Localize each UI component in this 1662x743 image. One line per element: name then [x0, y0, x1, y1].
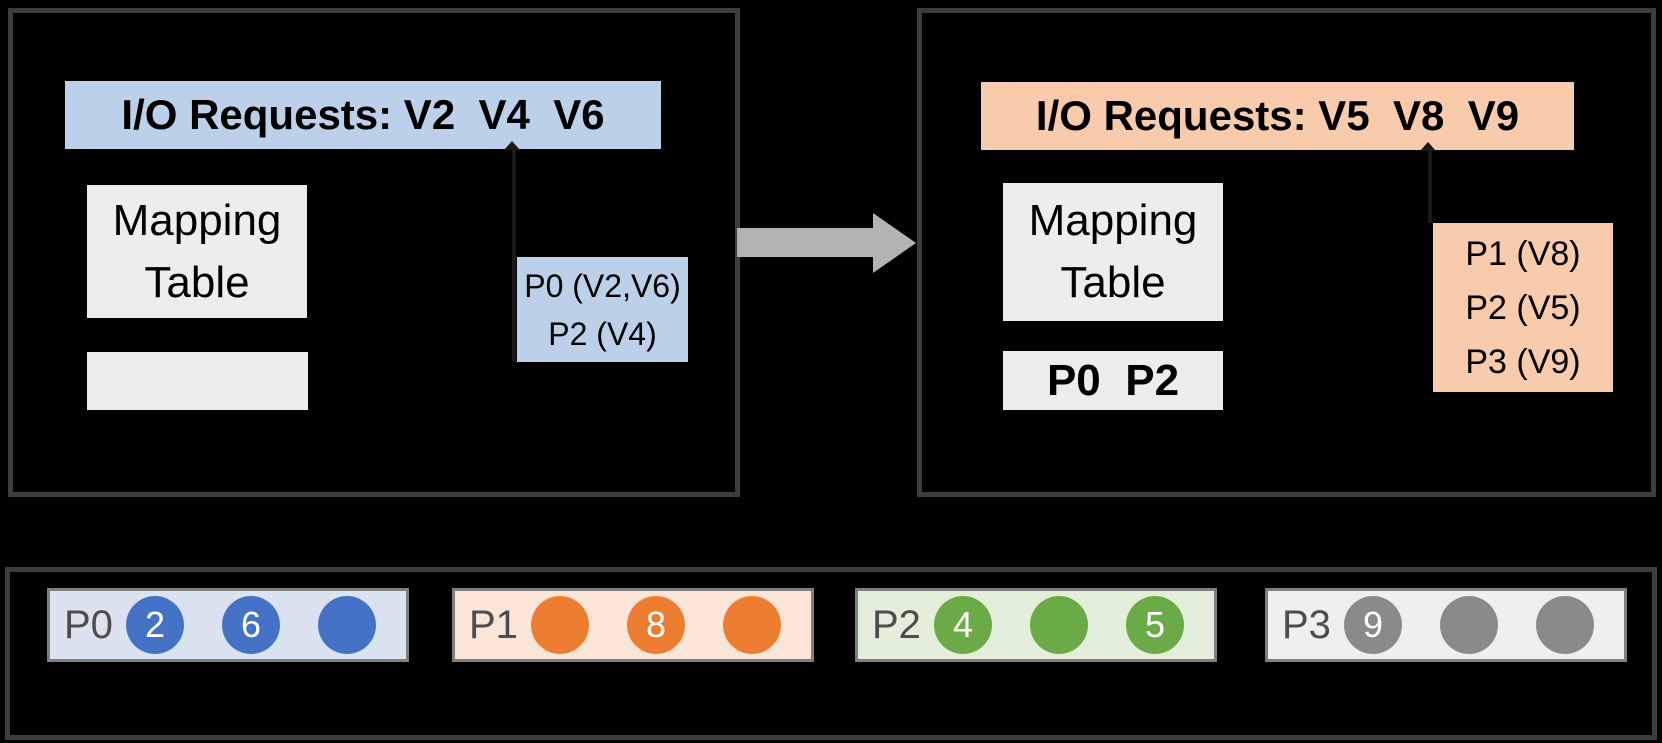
flash-block-label: P3: [1282, 603, 1331, 647]
flash-page-cell: 2: [126, 596, 184, 654]
lookup-result-box: P1 (V8) P2 (V5) P3 (V9): [1433, 223, 1613, 392]
mapping-table-box: Mapping Table: [1003, 183, 1223, 321]
lookup-result-line: P2 (V5): [1465, 288, 1581, 327]
mapping-table-label-line2: Table: [144, 257, 250, 307]
lookup-result-line: P3 (V9): [1465, 342, 1581, 381]
lookup-result-box: P0 (V2,V6) P2 (V4): [517, 257, 688, 362]
arrowhead-up-icon: [504, 141, 520, 150]
flash-block-p2: P2 4 5: [855, 588, 1217, 662]
flash-page-cell: [531, 596, 589, 654]
transition-arrow-icon: [737, 228, 874, 257]
arrowhead-up-icon: [1420, 142, 1436, 151]
lookup-result-line: P2 (V4): [548, 315, 657, 352]
state-before-panel: I/O Requests: V2 V4 V6 Mapping Table P0 …: [8, 8, 740, 497]
flash-page-cell: [1536, 596, 1594, 654]
lookup-result-line: P0 (V2,V6): [524, 267, 681, 304]
flash-block-p0: P0 2 6: [47, 588, 409, 662]
result-to-header-arrow-line: [512, 150, 516, 362]
state-after-panel: I/O Requests: V5 V8 V9 Mapping Table P0 …: [917, 8, 1656, 497]
lookup-result-line: P1 (V8): [1465, 234, 1581, 273]
cached-pages-box: P0 P2: [1003, 351, 1223, 410]
flash-block-p1: P1 8: [452, 588, 814, 662]
flash-page-cell: 5: [1126, 596, 1184, 654]
flash-block-label: P0: [64, 603, 113, 647]
flash-page-cell: [1440, 596, 1498, 654]
mapping-table-label-line1: Mapping: [112, 195, 282, 245]
flash-page-cell: [1030, 596, 1088, 654]
flash-page-cell: 6: [222, 596, 280, 654]
transition-arrowhead-icon: [873, 213, 916, 273]
mapping-table-label-line2: Table: [1060, 258, 1166, 307]
io-requests-header-after: I/O Requests: V5 V8 V9: [981, 82, 1574, 150]
flash-page-cell: 9: [1344, 596, 1402, 654]
flash-blocks-panel: P0 2 6 P1 8 P2 4 5 P3 9: [5, 567, 1657, 740]
flash-page-cell: [318, 596, 376, 654]
result-to-header-arrow-line: [1428, 151, 1432, 223]
mapping-table-box: Mapping Table: [87, 185, 307, 318]
io-requests-header-before: I/O Requests: V2 V4 V6: [65, 81, 661, 149]
flash-block-label: P2: [872, 603, 921, 647]
flash-page-cell: 8: [627, 596, 685, 654]
flash-block-label: P1: [469, 603, 518, 647]
cached-pages-box-empty: [87, 352, 308, 410]
flash-block-p3: P3 9: [1265, 588, 1627, 662]
flash-page-cell: [723, 596, 781, 654]
flash-page-cell: 4: [934, 596, 992, 654]
mapping-table-label-line1: Mapping: [1028, 196, 1198, 245]
